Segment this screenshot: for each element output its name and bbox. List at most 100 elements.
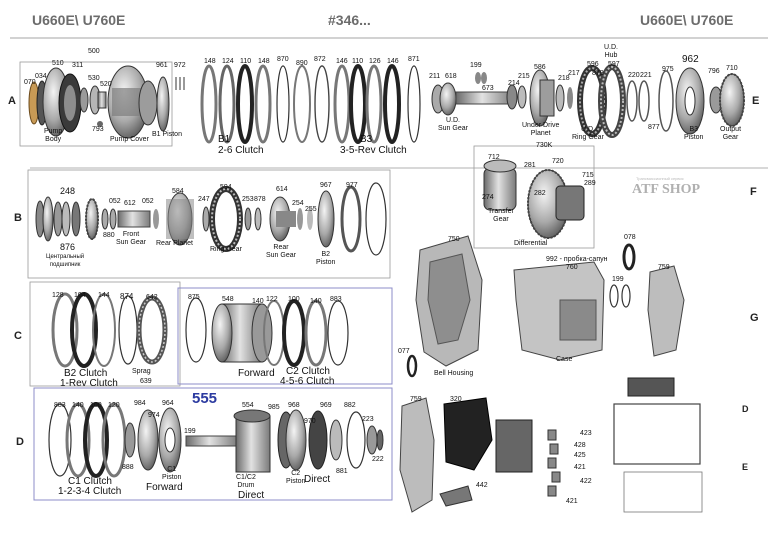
part-number: 969	[320, 402, 332, 409]
part-number: 883	[54, 402, 66, 409]
part-number: 530	[88, 75, 100, 82]
section-letter-b: B	[14, 212, 22, 224]
output-gear-shape	[709, 73, 745, 127]
part-number: 253	[242, 196, 254, 203]
label-b1: B1	[218, 134, 231, 145]
part-number: 140	[252, 298, 264, 305]
part-number: 100	[90, 402, 102, 409]
label-c1-desc: 1-2-3-4 Clutch	[58, 486, 122, 497]
part-number: 520	[100, 81, 112, 88]
part-number: 872	[314, 56, 326, 63]
part-number: 199	[612, 276, 624, 283]
part-number: 962	[682, 54, 699, 65]
row-c-right-box-outline	[177, 287, 393, 385]
part-number: 140	[72, 402, 84, 409]
part-number: 879	[592, 70, 604, 77]
part-number: 120	[108, 402, 120, 409]
seal-078-shape	[622, 243, 636, 271]
inset-box-outline	[623, 471, 703, 513]
caption-ring-gear: Ring Gear	[210, 246, 242, 253]
row-b-box-outline	[27, 169, 391, 279]
part-number: 875	[188, 294, 200, 301]
part-number: 423	[580, 430, 592, 437]
gasket-320-shape	[443, 397, 493, 471]
caption-sprag: Sprag	[132, 368, 151, 375]
part-number: 985	[268, 404, 280, 411]
header-center-title: #346...	[328, 12, 371, 28]
part-number: 110	[240, 58, 252, 65]
caption-ud-sun-gear: U.D. Sun Gear	[438, 117, 468, 132]
header-left-title: U660E\ U760E	[32, 12, 126, 28]
part-number: 140	[310, 298, 322, 305]
part-number: 612	[124, 200, 136, 207]
part-number: 586	[534, 64, 546, 71]
part-number: 199	[470, 62, 482, 69]
part-number: 673	[482, 85, 494, 92]
part-number: 146	[387, 58, 399, 65]
part-number: 215	[518, 73, 530, 80]
part-number: 122	[266, 296, 278, 303]
caption-bell-housing: Bell Housing	[434, 370, 474, 377]
case-shape	[513, 261, 605, 361]
caption-ud-hub: U.D. Hub	[604, 44, 618, 59]
label-direct-1: Direct	[238, 490, 265, 501]
forward-c2-pack	[185, 297, 349, 367]
part-number: 217	[568, 70, 580, 77]
part-number: 428	[574, 442, 586, 449]
row-c-left-box-outline	[29, 281, 181, 387]
bell-housing-shape	[415, 235, 483, 367]
part-number: 218	[558, 75, 570, 82]
part-number: 888	[122, 464, 134, 471]
caption-case: Case	[556, 356, 573, 363]
caption-ud-planet: Under Drive Planet	[522, 122, 560, 137]
caption-output-gear: Output Gear	[720, 126, 742, 141]
caption-c2-piston: C2 Piston	[286, 470, 306, 485]
part-number: 961	[156, 62, 168, 69]
caption-pump-body: Pump Body	[44, 128, 63, 143]
part-number: 877	[648, 124, 660, 131]
label-direct-2: Direct	[304, 474, 331, 485]
cover-759b-shape	[399, 397, 435, 513]
part-number: 597	[608, 61, 620, 68]
label-forward: Forward	[238, 368, 275, 379]
part-number: 128	[52, 292, 64, 299]
part-number: 220	[628, 72, 640, 79]
part-number: 715	[582, 172, 594, 179]
header-right-title: U660E\ U760E	[640, 12, 734, 28]
part-number: 070	[24, 79, 36, 86]
section-letter-g: G	[750, 312, 759, 324]
row-d-box-outline	[33, 387, 393, 501]
differential-parts	[483, 159, 585, 239]
caption-b2-piston: B2 Piston	[316, 251, 336, 266]
part-number: 144	[98, 292, 110, 299]
part-number: 720	[552, 158, 564, 165]
part-number: 221	[640, 72, 652, 79]
part-number: 712	[488, 154, 500, 161]
part-number: 320	[450, 396, 462, 403]
part-number: 876	[60, 242, 76, 252]
part-number: 077	[398, 348, 410, 355]
row-d-parts	[48, 402, 384, 478]
caption-rear-planet: Rear Planet	[156, 240, 193, 247]
part-number: 759	[410, 396, 422, 403]
caption-front-sun-gear: Front Sun Gear	[116, 231, 146, 246]
b2-clutch-pack	[51, 292, 168, 368]
part-number: 760	[566, 264, 578, 271]
part-number: 034	[35, 73, 47, 80]
pump-box-outline	[19, 61, 173, 147]
part-number: 146	[336, 58, 348, 65]
part-number: 255	[305, 206, 317, 213]
caption-ud-ring-gear: U.D. Ring Gear	[572, 126, 604, 141]
part-number: 796	[708, 68, 720, 75]
part-number: 289	[584, 180, 596, 187]
part-number: 148	[258, 58, 270, 65]
label-forward-d: Forward	[146, 482, 183, 493]
part-number: 977	[346, 182, 358, 189]
part-number: 211	[429, 73, 441, 80]
part-number: 984	[134, 400, 146, 407]
part-number: 967	[320, 182, 332, 189]
cover-759-shape	[647, 265, 685, 357]
part-number: 883	[330, 296, 342, 303]
part-number: 710	[726, 65, 738, 72]
part-number: 282	[534, 190, 546, 197]
